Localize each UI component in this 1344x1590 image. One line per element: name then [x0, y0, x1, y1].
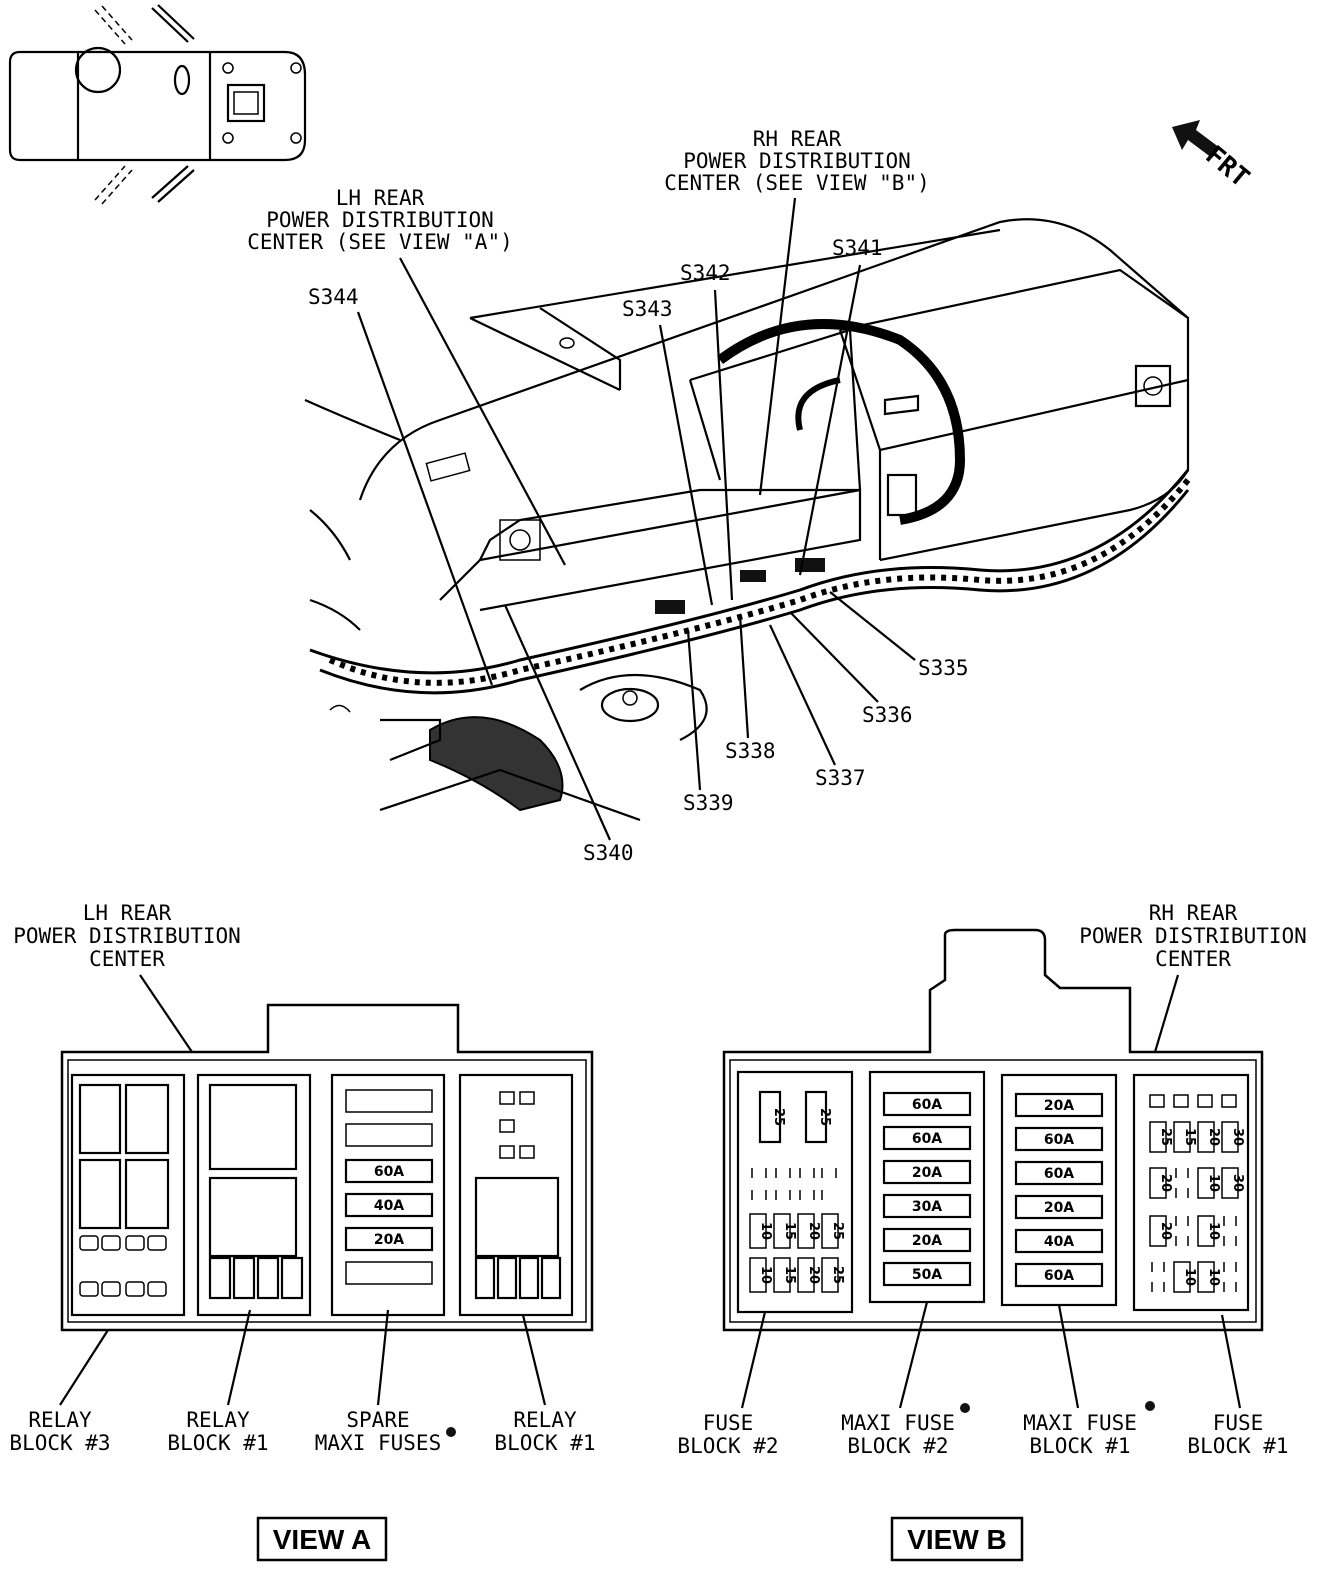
mfb2-fuse-5: 20A — [912, 1233, 942, 1249]
fb1-r4-2: 10 — [1206, 1268, 1221, 1286]
view-a-fuse-1: 60A — [374, 1164, 404, 1180]
view-a-header-2: POWER DISTRIBUTION — [13, 924, 241, 948]
fb1-r1-4: 30 — [1230, 1128, 1245, 1146]
fb2-r3-3: 20 — [806, 1222, 821, 1240]
view-a-fuse-3: 20A — [374, 1232, 404, 1248]
relay-block-3 — [70, 1073, 186, 1317]
fb1-r3-2: 10 — [1206, 1222, 1221, 1240]
mfb1-fuse-6: 60A — [1044, 1268, 1074, 1284]
splice-s342: S342 — [680, 261, 731, 285]
label-fuse-block-1-line-1: FUSE — [1213, 1411, 1264, 1435]
fb2-r3-4: 25 — [830, 1222, 845, 1240]
splice-s341: S341 — [832, 236, 883, 260]
maxi-fuse-20a — [344, 1226, 434, 1252]
lh-callout-line-2: POWER DISTRIBUTION — [266, 208, 494, 232]
view-b-header-3: CENTER — [1155, 947, 1231, 971]
label-maxi-fuse-block-2-line-1: MAXI FUSE — [841, 1411, 955, 1435]
splice-s336: S336 — [862, 703, 913, 727]
mfb1-fuse-2: 60A — [1044, 1132, 1074, 1148]
fb1-r1-2: 15 — [1182, 1128, 1197, 1146]
fb2-r4-2: 15 — [782, 1266, 797, 1284]
fb1-r2-2: 10 — [1206, 1174, 1221, 1192]
mfb1-fuse-4: 20A — [1044, 1200, 1074, 1216]
label-maxi-fuse-block-1-line-1: MAXI FUSE — [1023, 1411, 1137, 1435]
fb2-r3-1: 10 — [758, 1222, 773, 1240]
maxi-fuse-block-1-bullet-icon — [1145, 1401, 1155, 1411]
fb2-r4-4: 25 — [830, 1266, 845, 1284]
view-a-panel: LH REAR POWER DISTRIBUTION CENTER — [9, 901, 596, 1562]
rear-compartment-illustration — [304, 218, 1191, 822]
splice-s343: S343 — [622, 297, 673, 321]
view-b-header-1: RH REAR — [1149, 901, 1238, 925]
label-relay-block-1-left-line-2: BLOCK #1 — [167, 1431, 268, 1455]
rh-callout-line-1: RH REAR — [753, 127, 842, 151]
front-direction-indicator: FRT — [1172, 120, 1255, 194]
front-arrow-icon — [1172, 120, 1220, 158]
mfb2-fuse-4: 30A — [912, 1199, 942, 1215]
label-fuse-block-2-line-2: BLOCK #2 — [677, 1434, 778, 1458]
label-relay-block-1-right-line-1: RELAY — [513, 1408, 577, 1432]
vehicle-top-view-icon — [8, 4, 307, 205]
fb1-r2-3: 30 — [1230, 1174, 1245, 1192]
relay-block-1-right — [458, 1073, 574, 1317]
maxi-fuse-40a — [344, 1192, 434, 1218]
view-a-header-1: LH REAR — [83, 901, 172, 925]
splice-s344: S344 — [308, 285, 359, 309]
view-b-title: VIEW B — [907, 1524, 1007, 1555]
fuse-block-1: 25 15 20 30 20 10 30 20 10 10 10 — [1132, 1073, 1250, 1312]
label-fuse-block-2-line-1: FUSE — [703, 1411, 754, 1435]
rh-callout-line-3: CENTER (SEE VIEW "B") — [664, 171, 930, 195]
spare-maxi-fuses-block: 60A 40A 20A — [330, 1073, 446, 1317]
label-spare-maxi-line-1: SPARE — [346, 1408, 409, 1432]
mfb2-fuse-6: 50A — [912, 1267, 942, 1283]
label-relay-block-3-line-2: BLOCK #3 — [9, 1431, 110, 1455]
mfb2-fuse-1: 60A — [912, 1097, 942, 1113]
lh-callout-line-3: CENTER (SEE VIEW "A") — [247, 230, 513, 254]
fuse-block-2: 25 25 10 15 20 25 10 15 20 25 — [736, 1070, 854, 1314]
view-a-header-3: CENTER — [89, 947, 165, 971]
view-a-fuse-2: 40A — [374, 1198, 404, 1214]
label-relay-block-1-right-line-2: BLOCK #1 — [494, 1431, 595, 1455]
fb1-r1-1: 25 — [1158, 1128, 1173, 1146]
lh-callout-line-1: LH REAR — [336, 186, 425, 210]
fb2-r3-2: 15 — [782, 1222, 797, 1240]
mfb2-fuse-3: 20A — [912, 1165, 942, 1181]
fb1-r4-1: 10 — [1182, 1268, 1197, 1286]
maxi-fuse-60a — [344, 1158, 434, 1184]
splice-s338: S338 — [725, 739, 776, 763]
rh-callout-line-2: POWER DISTRIBUTION — [683, 149, 911, 173]
label-maxi-fuse-block-1-line-2: BLOCK #1 — [1029, 1434, 1130, 1458]
spare-maxi-bullet-icon — [446, 1427, 456, 1437]
rh-center-callout: RH REAR POWER DISTRIBUTION CENTER (SEE V… — [664, 127, 930, 496]
fb1-r3-1: 20 — [1158, 1222, 1173, 1240]
label-relay-block-3-line-1: RELAY — [28, 1408, 92, 1432]
fb2-top-2: 25 — [817, 1108, 832, 1126]
label-fuse-block-1-line-2: BLOCK #1 — [1187, 1434, 1288, 1458]
mfb1-fuse-3: 60A — [1044, 1166, 1074, 1182]
fb1-r2-1: 20 — [1158, 1174, 1173, 1192]
label-spare-maxi-line-2: MAXI FUSES — [315, 1431, 441, 1455]
mfb1-fuse-5: 40A — [1044, 1234, 1074, 1250]
relay-block-1-left — [196, 1073, 312, 1317]
fb1-r1-3: 20 — [1206, 1128, 1221, 1146]
splice-s337: S337 — [815, 766, 866, 790]
label-maxi-fuse-block-2-line-2: BLOCK #2 — [847, 1434, 948, 1458]
fb2-top-1: 25 — [771, 1108, 786, 1126]
splice-s339: S339 — [683, 791, 734, 815]
view-b-header-2: POWER DISTRIBUTION — [1079, 924, 1307, 948]
label-relay-block-1-left-line-1: RELAY — [186, 1408, 250, 1432]
splice-s340: S340 — [583, 841, 634, 865]
lh-center-callout: LH REAR POWER DISTRIBUTION CENTER (SEE V… — [247, 186, 566, 566]
mfb2-fuse-2: 60A — [912, 1131, 942, 1147]
fb2-r4-3: 20 — [806, 1266, 821, 1284]
splice-s335: S335 — [918, 656, 969, 680]
mfb1-fuse-1: 20A — [1044, 1098, 1074, 1114]
fb2-r4-1: 10 — [758, 1266, 773, 1284]
view-a-title: VIEW A — [273, 1524, 372, 1555]
splice-callouts: S344 S343 S342 S341 S335 S336 S337 S338 … — [308, 236, 969, 865]
view-b-panel: RH REAR POWER DISTRIBUTION CENTER 25 25 … — [677, 901, 1307, 1562]
maxi-fuse-block-2-bullet-icon — [960, 1403, 970, 1413]
